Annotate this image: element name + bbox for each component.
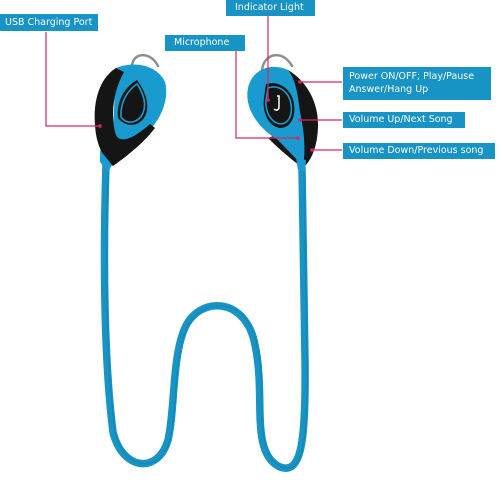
right-earbud-housing — [268, 70, 318, 168]
leader-microphone — [235, 51, 298, 139]
left-earbud-touch-pad — [117, 80, 148, 125]
leader-line-ends — [98, 80, 314, 152]
indicator-light-mark — [273, 95, 280, 111]
power-button-label: Power ON/OFF; Play/Pause Answer/Hang Up — [343, 67, 491, 100]
leader-power-dot — [298, 80, 302, 84]
usb-charging-port-label: USB Charging Port — [0, 14, 98, 31]
earphone-cable — [100, 161, 309, 472]
left-cable-stem — [100, 150, 112, 172]
left-earbud-touch-ring — [120, 82, 146, 123]
leader-indicator-dot — [266, 98, 270, 102]
indicator-light-label: Indicator Light — [226, 0, 315, 16]
volume-down-label: Volume Down/Previous song — [343, 143, 495, 159]
right-ear-hook — [260, 53, 294, 74]
leader-volume-down-dot — [310, 148, 314, 152]
earphone-cable-shadow — [105, 164, 308, 469]
left-earbud-housing — [94, 68, 155, 166]
leader-lines — [45, 16, 342, 151]
leader-microphone-dot — [296, 136, 300, 140]
leader-volume-up-dot — [298, 118, 302, 122]
volume-up-label: Volume Up/Next Song — [343, 112, 465, 128]
microphone-label: Microphone — [165, 35, 245, 51]
power-label-line-1: Power ON/OFF; Play/Pause — [349, 71, 475, 82]
right-earbud — [247, 53, 318, 172]
right-cable-stem — [296, 158, 306, 172]
power-label-line-2: Answer/Hang Up — [349, 84, 429, 95]
right-earbud-touch-ring — [265, 86, 293, 125]
left-earbud — [94, 54, 167, 172]
leader-usb-dot — [98, 124, 102, 128]
leader-usb-port — [45, 32, 100, 127]
